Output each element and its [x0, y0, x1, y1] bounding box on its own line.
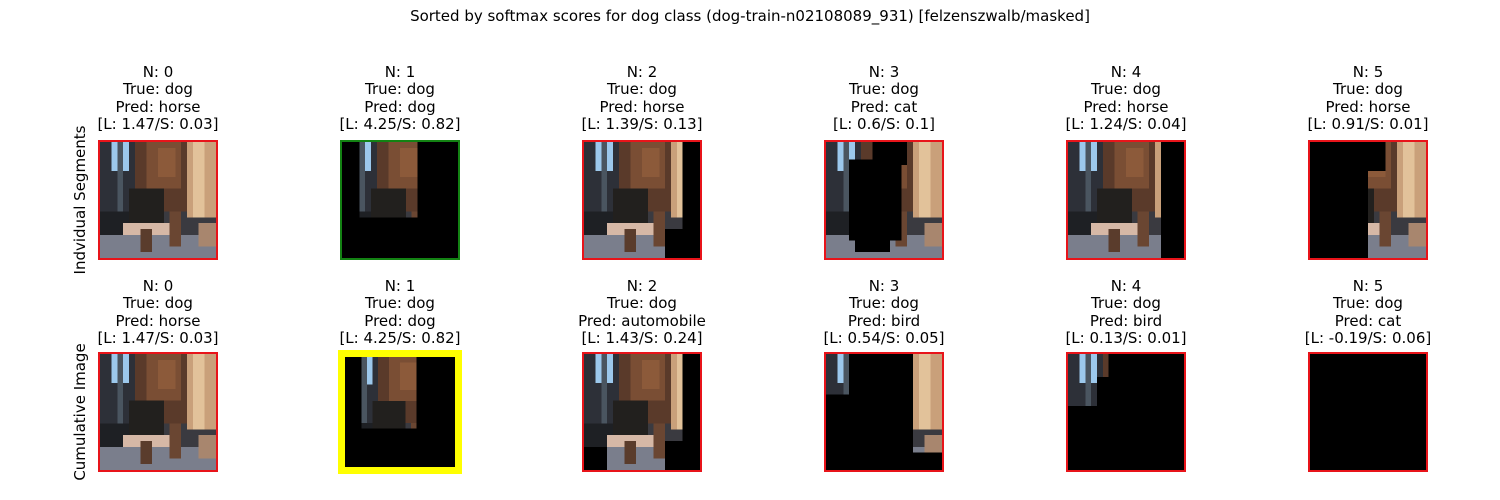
- cell-title-pred: Pred: automobile: [578, 311, 706, 330]
- cell-title-true: True: dog: [123, 80, 193, 99]
- segment-mask-image: [1068, 354, 1184, 470]
- cell-title-true: True: dog: [607, 80, 677, 99]
- thumbnail-image: [338, 350, 462, 474]
- cell-title-scores: [L: 1.47/S: 0.03]: [97, 115, 219, 134]
- segment-mask-image: [100, 142, 216, 258]
- cell-title-true: True: dog: [849, 80, 919, 99]
- cell-title-true: True: dog: [607, 294, 677, 313]
- cell-title-scores: [L: 4.25/S: 0.82]: [339, 115, 461, 134]
- cell-title-n: N: 3: [868, 63, 900, 81]
- cell-title-true: True: dog: [1091, 80, 1161, 99]
- thumbnail-image: [1308, 352, 1428, 472]
- cell-title-pred: Pred: horse: [599, 97, 685, 116]
- cell-title-pred: Pred: bird: [1089, 311, 1163, 330]
- figure-title: Sorted by softmax scores for dog class (…: [410, 7, 1090, 25]
- thumbnail-image: [98, 140, 218, 260]
- segment-mask-image: [100, 354, 216, 470]
- segment-mask-image: [826, 354, 942, 470]
- cell-title-pred: Pred: dog: [364, 311, 436, 330]
- cell-title-pred: Pred: cat: [1334, 311, 1402, 330]
- cell-title-n: N: 0: [142, 277, 174, 295]
- cell-title-n: N: 4: [1110, 277, 1142, 295]
- thumbnail-image: [98, 352, 218, 472]
- cell-title-n: N: 3: [868, 277, 900, 295]
- cell-title-pred: Pred: cat: [850, 97, 918, 116]
- segment-mask-image: [342, 142, 458, 258]
- cell-title-pred: Pred: horse: [115, 311, 201, 330]
- cell-title-true: True: dog: [365, 294, 435, 313]
- cell-title-n: N: 2: [626, 63, 658, 81]
- cell-title-true: True: dog: [849, 294, 919, 313]
- cell-title-scores: [L: 0.91/S: 0.01]: [1307, 115, 1429, 134]
- cell-title-scores: [L: 1.39/S: 0.13]: [581, 115, 703, 134]
- cell-title-pred: Pred: bird: [847, 311, 921, 330]
- cell-title-true: True: dog: [1333, 80, 1403, 99]
- thumbnail-image: [824, 140, 944, 260]
- segment-mask-image: [1068, 142, 1184, 258]
- segment-mask-image: [345, 357, 455, 467]
- cell-title-scores: [L: 1.47/S: 0.03]: [97, 329, 219, 348]
- row-label-individual-segments: Indvidual Segments: [71, 125, 89, 275]
- cell-title-n: N: 5: [1352, 277, 1384, 295]
- segment-mask-image: [826, 142, 942, 258]
- cell-title-pred: Pred: horse: [1325, 97, 1411, 116]
- cell-title-true: True: dog: [123, 294, 193, 313]
- cell-title-scores: [L: 1.43/S: 0.24]: [581, 329, 703, 348]
- segment-mask-image: [1310, 142, 1426, 258]
- cell-title-n: N: 2: [626, 277, 658, 295]
- cell-title-true: True: dog: [365, 80, 435, 99]
- cell-title-scores: [L: -0.19/S: 0.06]: [1304, 329, 1432, 348]
- cell-title-true: True: dog: [1333, 294, 1403, 313]
- cell-title-pred: Pred: horse: [115, 97, 201, 116]
- thumbnail-image: [1066, 140, 1186, 260]
- segment-mask-image: [584, 354, 700, 470]
- segment-mask-image: [1310, 354, 1426, 470]
- cell-title-n: N: 0: [142, 63, 174, 81]
- cell-title-pred: Pred: dog: [364, 97, 436, 116]
- cell-title-n: N: 5: [1352, 63, 1384, 81]
- thumbnail-image: [582, 352, 702, 472]
- cell-title-scores: [L: 0.6/S: 0.1]: [833, 115, 935, 134]
- cell-title-n: N: 1: [384, 63, 416, 81]
- cell-title-n: N: 4: [1110, 63, 1142, 81]
- thumbnail-image: [1308, 140, 1428, 260]
- cell-title-pred: Pred: horse: [1083, 97, 1169, 116]
- row-label-cumulative-image: Cumulative Image: [71, 343, 89, 481]
- cell-title-scores: [L: 0.13/S: 0.01]: [1065, 329, 1187, 348]
- cell-title-scores: [L: 4.25/S: 0.82]: [339, 329, 461, 348]
- cell-title-n: N: 1: [384, 277, 416, 295]
- segment-mask-image: [584, 142, 700, 258]
- thumbnail-image: [340, 140, 460, 260]
- thumbnail-image: [582, 140, 702, 260]
- cell-title-scores: [L: 0.54/S: 0.05]: [823, 329, 945, 348]
- cell-title-true: True: dog: [1091, 294, 1161, 313]
- thumbnail-image: [1066, 352, 1186, 472]
- thumbnail-image: [824, 352, 944, 472]
- cell-title-scores: [L: 1.24/S: 0.04]: [1065, 115, 1187, 134]
